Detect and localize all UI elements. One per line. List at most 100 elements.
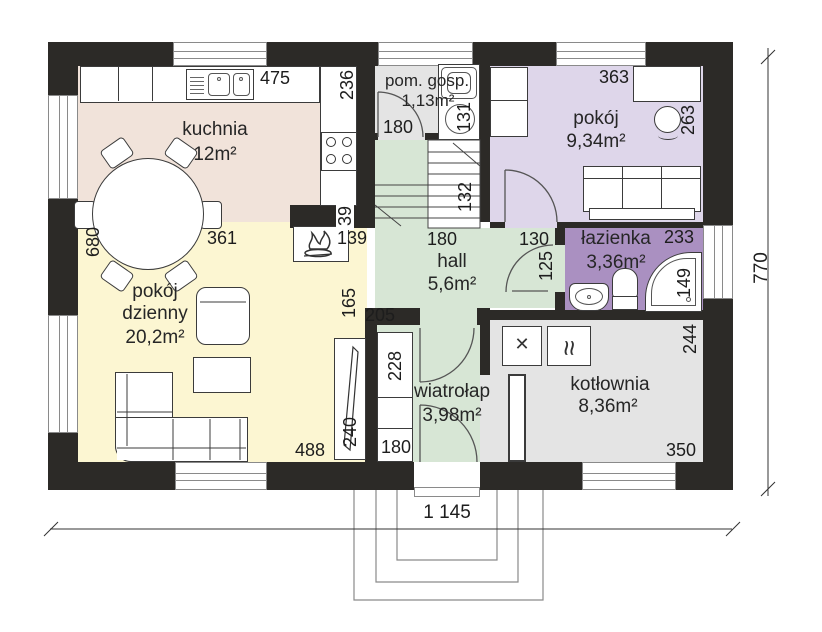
- stove: [321, 132, 357, 171]
- room-area-hall: 5,6m²: [427, 274, 477, 295]
- burner: [342, 137, 352, 147]
- wall-living-wiatrolap: [365, 308, 377, 462]
- wall-stairs-pokoj: [480, 66, 490, 222]
- shower-drain: [686, 297, 691, 302]
- window-pokoj-top: [556, 42, 646, 66]
- dining-table: [92, 158, 204, 270]
- sofa-seam-patch: [117, 419, 171, 460]
- burner: [342, 154, 352, 164]
- dim-pom-gosp-depth: 131: [454, 101, 474, 133]
- desk: [633, 66, 701, 102]
- room-label-hall: hall: [437, 251, 467, 272]
- room-area-pokoj: 9,34m²: [566, 131, 626, 152]
- sofa-division: [622, 167, 623, 210]
- coffee-table: [193, 357, 251, 393]
- dim-total-width: 1 145: [423, 502, 471, 523]
- dim-pom-gosp-width: 180: [382, 117, 414, 137]
- wall-pom-gosp-bottom-a: [375, 133, 378, 140]
- dim-wardrobe-height: 228: [385, 350, 405, 382]
- dim-dining-width: 361: [206, 228, 238, 248]
- window-living-bottom: [175, 462, 267, 490]
- dim-hall-opening: 205: [364, 305, 396, 325]
- wall-pokoj-bottom-right: [557, 222, 703, 228]
- toilet-bowl: [612, 268, 638, 298]
- dim-shower: 149: [674, 267, 694, 299]
- burner: [326, 137, 336, 147]
- dim-living-width: 488: [294, 440, 326, 460]
- room-label-pokoj-dzienny: pokój dzienny: [122, 281, 188, 324]
- room-area-kotlownia: 8,36m²: [578, 396, 638, 417]
- wall-wiatrolap-kotlownia: [480, 320, 490, 375]
- sink-bowl: [208, 73, 230, 96]
- dim-kotlownia-width: 350: [665, 440, 697, 460]
- fireplace: [293, 226, 349, 262]
- wall-hall-lazienka-top: [555, 228, 565, 245]
- window-living-left: [48, 315, 78, 433]
- fireplace-icon: [303, 230, 333, 258]
- toilet-tank: [612, 296, 638, 310]
- faucet: [217, 77, 221, 81]
- utility-basin: [441, 67, 477, 99]
- washing-machine: [445, 104, 475, 134]
- room-label-pom-gosp: pom. gosp.: [384, 71, 470, 90]
- fan-icon: ✕: [514, 334, 530, 354]
- dim-kitchen-side: 236: [337, 69, 357, 101]
- door-gap-hall: [420, 308, 477, 325]
- sink-bowl: [233, 73, 250, 96]
- dim-total-depth: 770: [751, 252, 772, 284]
- wardrobe-division: [378, 428, 412, 429]
- heater-icon: ≈: [554, 340, 585, 356]
- window-kitchen-top: [173, 42, 267, 66]
- burner: [326, 154, 336, 164]
- counter-division: [152, 67, 153, 101]
- room-area-lazienka: 3,36m²: [586, 252, 646, 273]
- sofa-division: [661, 167, 662, 210]
- drain: [587, 295, 591, 299]
- wall-hall-lazienka-bottom: [555, 292, 565, 310]
- wall-chimney: [290, 205, 375, 228]
- kitchen-sink: [186, 69, 254, 100]
- door-gap-pokoj: [505, 222, 557, 228]
- room-label-pokoj: pokój: [573, 108, 619, 129]
- entrance-opening: [414, 462, 480, 490]
- dim-wardrobe-width: 180: [380, 437, 412, 457]
- dim-pokoj-depth: 263: [678, 104, 698, 136]
- boiler-unit-fan: ✕: [502, 326, 542, 366]
- entrance-threshold: [414, 487, 480, 497]
- room-area-pokoj-dzienny: 20,2m²: [125, 327, 185, 348]
- door-gap-lazienka: [555, 245, 565, 292]
- sofa-front-strip: [589, 208, 695, 220]
- dim-pokoj-width: 363: [598, 67, 630, 87]
- sink-basin: [575, 288, 603, 305]
- counter-division: [118, 67, 119, 101]
- room-label-kotlownia: kotłownia: [570, 374, 650, 395]
- boiler-unit-heater: ≈: [547, 326, 591, 366]
- room-area-pom-gosp: 1,13m²: [401, 91, 455, 110]
- door-gap-kotlownia: [480, 375, 490, 462]
- dim-dining-height: 680: [83, 226, 103, 258]
- bathroom-sink: [569, 283, 609, 311]
- dim-lazienka-door: 125: [536, 250, 556, 282]
- window-kitchen-left: [48, 95, 78, 199]
- window-lazienka-right: [703, 225, 733, 299]
- dim-kitchen-counter: 475: [259, 68, 291, 88]
- sofa-pokoj: [583, 166, 701, 212]
- dim-kotlownia-depth: 244: [680, 323, 700, 355]
- dim-tv-unit: 240: [340, 416, 360, 448]
- wall-hall-bottom-left: [375, 308, 420, 325]
- dim-pokoj-door: 130: [518, 229, 550, 249]
- wall-kotlownia-top: [480, 310, 703, 320]
- chair-back-arc: [658, 131, 678, 140]
- basin-inner: [447, 72, 471, 94]
- room-label-kuchnia: kuchnia: [182, 119, 248, 140]
- window-pomgosp-top: [378, 42, 473, 66]
- room-label-wiatrolap: wiatrołap: [413, 381, 491, 402]
- wardrobe-division: [491, 100, 527, 101]
- wardrobe-pokoj: [490, 67, 528, 137]
- window-kotlownia-bottom: [582, 462, 676, 490]
- kotlownia-door-leaf: [508, 374, 526, 462]
- chair-pokoj: [654, 106, 681, 133]
- dim-stairs-width: 132: [455, 181, 475, 213]
- dish-drainer: [190, 74, 204, 95]
